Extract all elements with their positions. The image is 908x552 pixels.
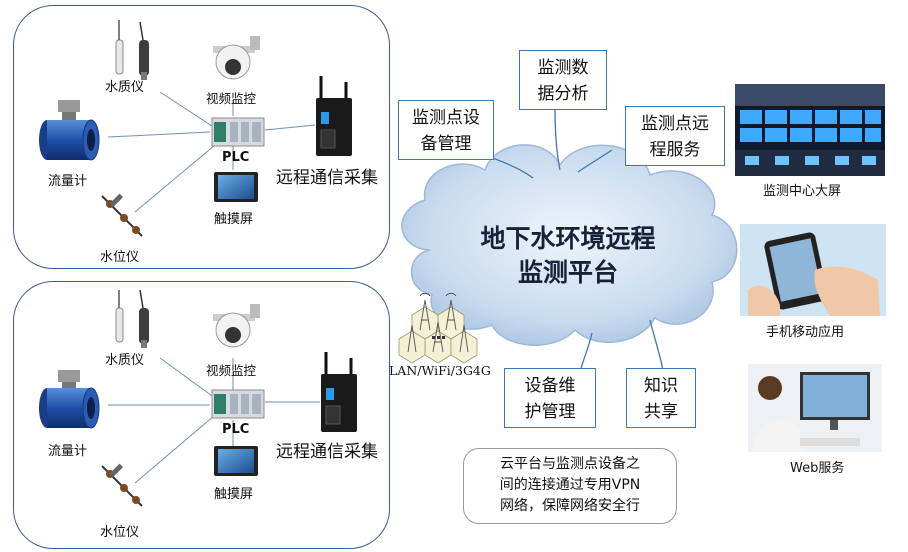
site2-plc-label: PLC (222, 422, 250, 437)
site2-remote-label: 远程通信采集 (276, 442, 378, 462)
callout-line: 共享 (644, 402, 678, 422)
site2-touch-screen-icon (214, 446, 258, 476)
site1-flow-meter-icon (39, 100, 100, 161)
site1-flow-label: 流量计 (48, 174, 88, 189)
site1-touch-label: 触摸屏 (214, 212, 254, 227)
mobile-phone-photo (740, 224, 886, 316)
site1-video-camera-icon (213, 36, 260, 80)
callout-line: 程服务 (649, 140, 701, 160)
vpn-note: 云平台与监测点设备之 间的连接通过专用VPN 网络，保障网络安全行 (463, 448, 677, 524)
mobile-app-label: 手机移动应用 (766, 325, 845, 340)
site1-plc-label: PLC (222, 150, 250, 165)
callout-knowledge: 知识 共享 (626, 368, 696, 428)
web-service-photo (748, 364, 882, 452)
big-screen-label: 监测中心大屏 (763, 184, 842, 199)
cloud-shape (401, 144, 738, 346)
site1-water-quality-icon (115, 20, 149, 80)
big-screen-photo (735, 84, 885, 176)
network-label: LAN/WiFi/3G4G (389, 363, 491, 378)
site1-water-level-icon (101, 193, 143, 237)
site1-plc-icon (211, 117, 265, 147)
site2-video-camera-icon (213, 304, 260, 348)
site1-remote-terminal-icon (316, 76, 352, 156)
site2-connectors (108, 357, 320, 484)
site1-level-label: 水位仪 (100, 250, 140, 265)
site1-video-label: 视频监控 (206, 91, 257, 106)
site2-water-level-icon (101, 463, 143, 507)
site1-water-quality-label: 水质仪 (105, 80, 145, 95)
callout-line: 知识 (644, 376, 678, 396)
site2-level-label: 水位仪 (100, 525, 140, 540)
web-service-label: Web服务 (790, 461, 845, 476)
cloud-title-line1: 地下水环境远程 (480, 224, 656, 253)
site2-video-label: 视频监控 (206, 363, 257, 378)
callout-line: 监测数 (537, 58, 589, 78)
callout-line: 设备维 (524, 376, 576, 396)
cloud-title-line2: 监测平台 (517, 258, 618, 287)
site2-water-quality-icon (115, 289, 149, 348)
site1-connectors (107, 91, 316, 213)
callout-maintenance: 设备维 护管理 (504, 368, 596, 428)
site2-flow-label: 流量计 (48, 444, 88, 459)
network-tower-icon (398, 292, 478, 364)
site2-plc-icon (211, 389, 265, 419)
site2-touch-label: 触摸屏 (214, 487, 254, 502)
site2-flow-meter-icon (39, 370, 100, 429)
cloud-title: 地下水环境远程 监测平台 (448, 222, 688, 290)
site1-touch-screen-icon (214, 172, 258, 202)
callout-line: 监测点设 (412, 108, 480, 128)
note-line: 网络，保障网络安全行 (500, 498, 640, 514)
note-line: 间的连接通过专用VPN (499, 477, 641, 493)
callout-remote-service: 监测点远 程服务 (625, 106, 725, 166)
callout-line: 备管理 (420, 134, 472, 154)
callout-line: 据分析 (537, 84, 589, 104)
callout-data-analysis: 监测数 据分析 (519, 50, 607, 110)
site1-remote-label: 远程通信采集 (276, 168, 378, 188)
site2-remote-terminal-icon (321, 352, 357, 432)
callout-device-management: 监测点设 备管理 (398, 100, 494, 160)
callout-line: 监测点远 (641, 114, 709, 134)
note-line: 云平台与监测点设备之 (500, 456, 640, 472)
site2-water-quality-label: 水质仪 (105, 353, 145, 368)
callout-line: 护管理 (524, 402, 576, 422)
